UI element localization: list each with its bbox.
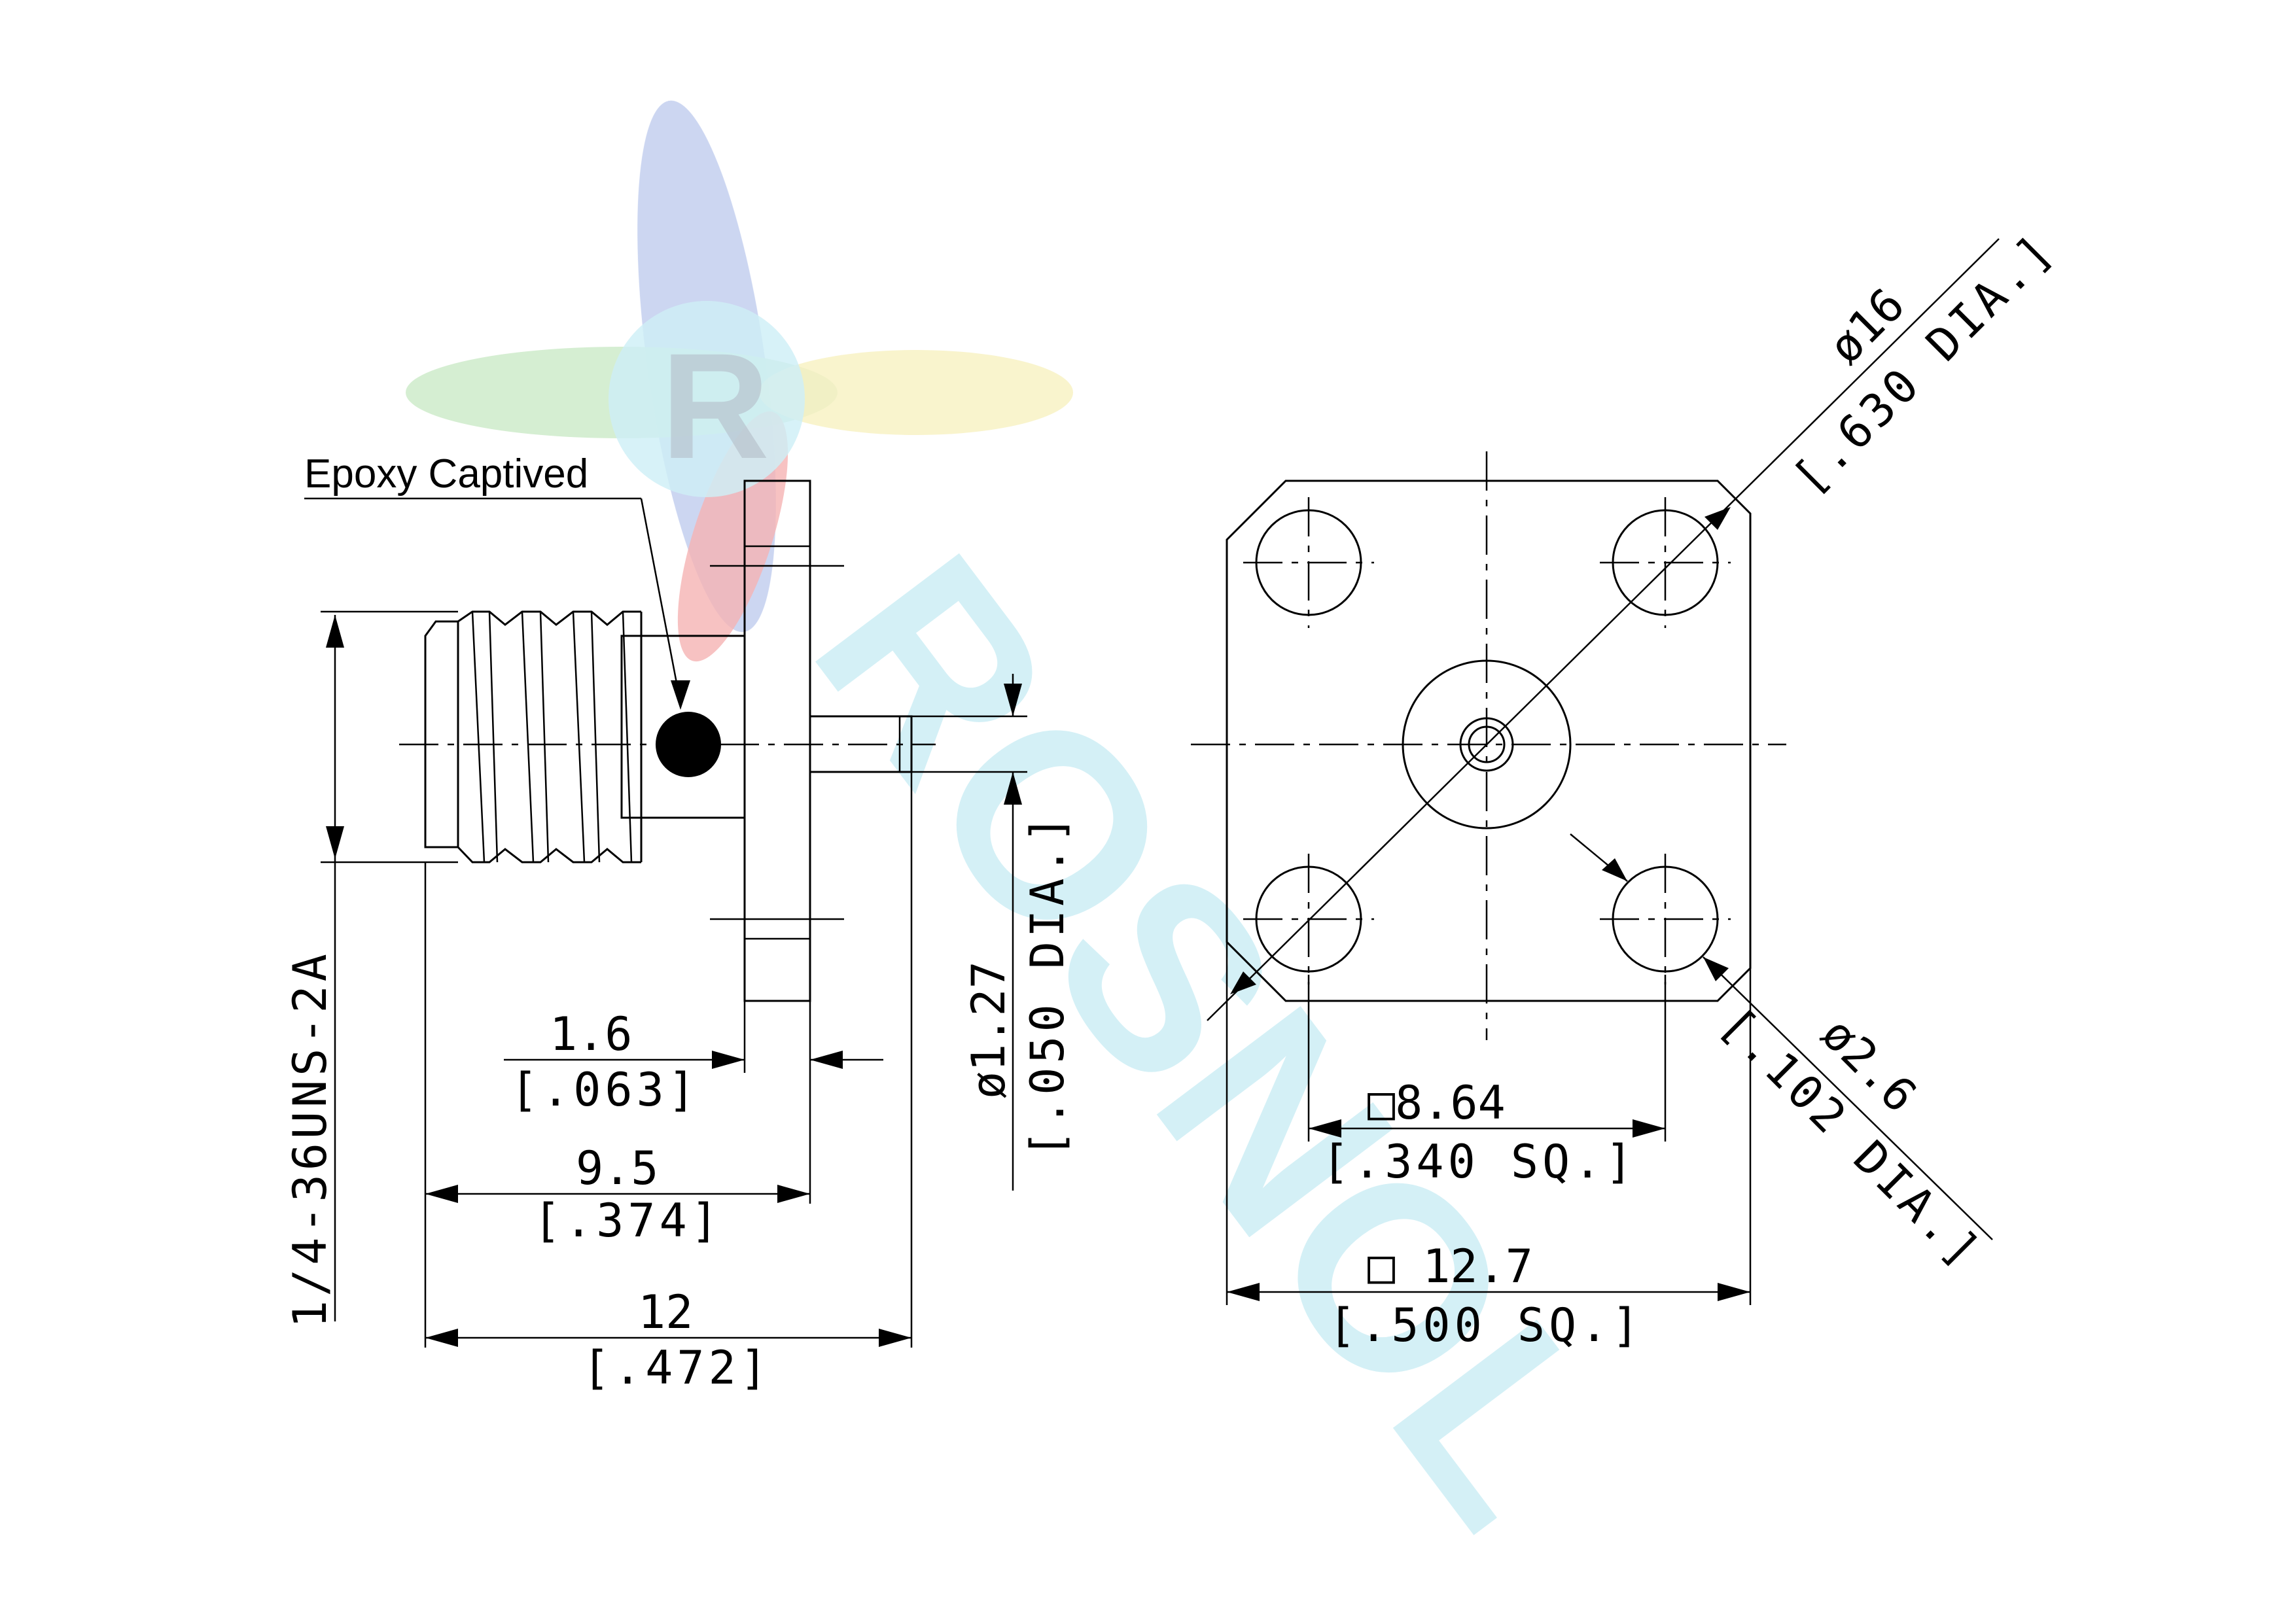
logo-globe: [609, 301, 805, 497]
pin-dim-metric: ø1.27: [962, 961, 1016, 1099]
diag-arrow-bot: [1230, 971, 1256, 994]
body-dim-imperial: [.374]: [533, 1194, 722, 1248]
side-view: Epoxy Captived 1/4-36UNS-2A 1.6 [.063] 9…: [283, 451, 1074, 1395]
spacing-dim-imperial: [.340 SQ.]: [1322, 1135, 1636, 1189]
overall-arrow-left: [425, 1329, 458, 1347]
flange-arrow-right: [810, 1051, 843, 1069]
thread-spec-label: 1/4-36UNS-2A: [283, 950, 337, 1328]
overall-dim-imperial: [.472]: [582, 1341, 771, 1395]
front-view: ø16 [.630 DIA.] ø2.6 [.102 DIA.] □8.64 […: [1191, 222, 2066, 1352]
mount-hole-tr: [1600, 497, 1731, 628]
spacing-arrow-right: [1633, 1119, 1665, 1138]
thread-arrow-top: [326, 615, 344, 648]
hole-arrow-out: [1703, 957, 1729, 981]
side-body-nose: [424, 620, 459, 848]
square-arrow-left: [1227, 1283, 1260, 1301]
front-pin-outer: [1459, 717, 1514, 772]
callout-arrowhead: [671, 680, 690, 710]
thread-arrow-bot: [326, 826, 344, 859]
overall-arrow-right: [879, 1329, 911, 1347]
flange-dim-imperial: [.063]: [510, 1063, 699, 1117]
diag-dim-imperial: [.630 DIA.]: [1782, 222, 2065, 505]
flange-dim-metric: 1.6: [550, 1007, 632, 1061]
mount-hole-tl: [1243, 497, 1374, 628]
hole-dim-leader-out: [1703, 956, 1993, 1240]
watermark-logo: R: [406, 100, 1073, 662]
mount-hole-bl: [1243, 854, 1374, 985]
square-arrow-right: [1718, 1283, 1750, 1301]
logo-letter: R: [661, 322, 769, 490]
watermark-brand-text: ROSNOL: [760, 505, 1668, 1575]
front-body-circle: [1402, 659, 1572, 829]
body-arrow-left: [425, 1185, 458, 1203]
hole-arrow-in: [1602, 858, 1627, 881]
overall-dim-metric: 12: [638, 1285, 693, 1339]
logo-orbit-yellow: [759, 350, 1073, 435]
front-pin-inner: [1468, 725, 1506, 763]
mount-hole-br: [1600, 854, 1731, 985]
side-thread-flanks: [471, 611, 633, 863]
spacing-arrow-left: [1309, 1119, 1341, 1138]
body-dim-metric: 9.5: [576, 1142, 658, 1195]
front-flange-outline: [1226, 480, 1752, 1002]
side-body-front: [425, 621, 459, 848]
callout-label: Epoxy Captived: [304, 451, 588, 497]
diag-dim-line: [1207, 238, 2000, 1021]
square-dim-metric: □ 12.7: [1368, 1240, 1533, 1293]
pin-dim-imperial: [.050 DIA.]: [1021, 811, 1074, 1158]
side-thread-bottom: [457, 846, 641, 864]
callout-leader: [640, 498, 682, 704]
side-thread-top: [457, 610, 641, 626]
diag-arrow-top: [1704, 507, 1731, 530]
spacing-dim-metric: □8.64: [1368, 1076, 1506, 1130]
pin-arrow-bot: [1004, 772, 1022, 805]
square-dim-imperial: [.500 SQ.]: [1328, 1299, 1643, 1352]
pin-arrow-top: [1004, 684, 1022, 716]
flange-arrow-left: [712, 1051, 745, 1069]
body-arrow-right: [777, 1185, 810, 1203]
